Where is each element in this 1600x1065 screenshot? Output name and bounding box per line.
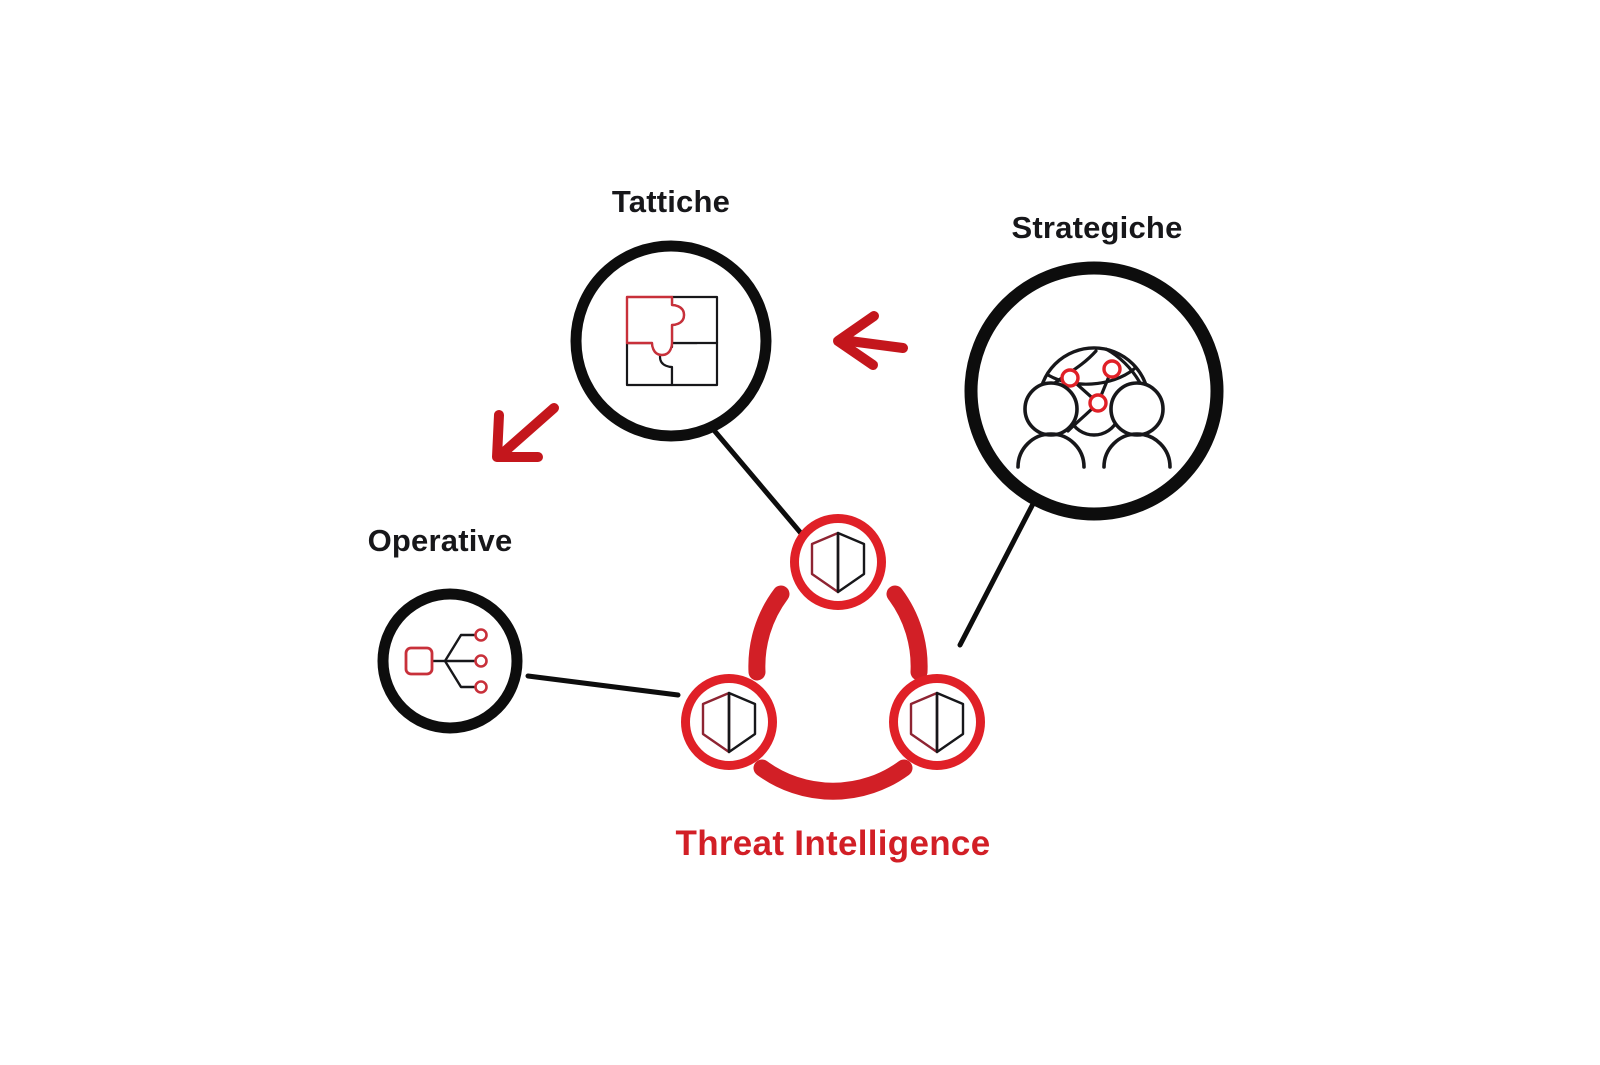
- branch-leaf-top: [474, 628, 488, 642]
- center-title-threat-intelligence: Threat Intelligence: [676, 824, 991, 863]
- strategiche-circle: [964, 261, 1224, 521]
- center-cycle-arcs: [748, 585, 928, 800]
- person-center-head: [1068, 417, 1120, 437]
- global-network-people-icon: [1016, 346, 1172, 469]
- shield-icon: [810, 531, 866, 594]
- globe-lat-line: [1046, 367, 1136, 386]
- shield-icon: [909, 691, 965, 754]
- connector-lines: [525, 419, 1038, 698]
- person-right-shoulders: [1102, 432, 1172, 469]
- person-left-head: [1023, 381, 1079, 437]
- branch-lower: [443, 659, 476, 689]
- center-node-shield-left[interactable]: [681, 674, 777, 770]
- branch-leaf-middle: [474, 654, 488, 668]
- arrow-tattiche-to-operative: [492, 403, 559, 462]
- arc-top-to-right: [886, 585, 928, 681]
- puzzle-icon: [625, 295, 719, 387]
- arc-left-to-right: [753, 759, 913, 800]
- shield-icon: [701, 691, 757, 754]
- connector-operative-to-center: [525, 673, 681, 698]
- arrow-shaft: [837, 335, 908, 353]
- connector-strategiche-to-center: [957, 497, 1038, 648]
- center-node-shield-right[interactable]: [889, 674, 985, 770]
- branch-upper: [443, 633, 476, 663]
- branch-source-square: [404, 646, 434, 676]
- network-node-center: [1088, 393, 1108, 413]
- node-operative[interactable]: Operative: [368, 523, 523, 734]
- network-node-right: [1102, 359, 1122, 379]
- branch-leaf-bottom: [474, 680, 488, 694]
- arrow-strategiche-to-tattiche: [833, 311, 908, 370]
- person-left-shoulders: [1016, 432, 1086, 469]
- connector-tattiche-to-center: [704, 419, 808, 541]
- node-strategiche[interactable]: Strategiche: [964, 210, 1224, 521]
- globe-outline: [1037, 346, 1151, 405]
- tattiche-label: Tattiche: [612, 184, 730, 219]
- node-tattiche[interactable]: Tattiche: [570, 184, 772, 442]
- arrow-shaft: [498, 403, 559, 458]
- person-right-head: [1109, 381, 1165, 437]
- hierarchy-branch-icon: [404, 628, 488, 694]
- arc-top-to-left: [748, 585, 790, 681]
- arrow-head: [833, 311, 879, 370]
- center-node-shield-top[interactable]: [790, 514, 886, 610]
- puzzle-piece-top-left-highlight: [625, 295, 686, 357]
- network-node-left: [1060, 368, 1080, 388]
- arrow-head: [492, 410, 543, 462]
- operative-label: Operative: [368, 523, 513, 558]
- strategiche-label: Strategiche: [1011, 210, 1182, 245]
